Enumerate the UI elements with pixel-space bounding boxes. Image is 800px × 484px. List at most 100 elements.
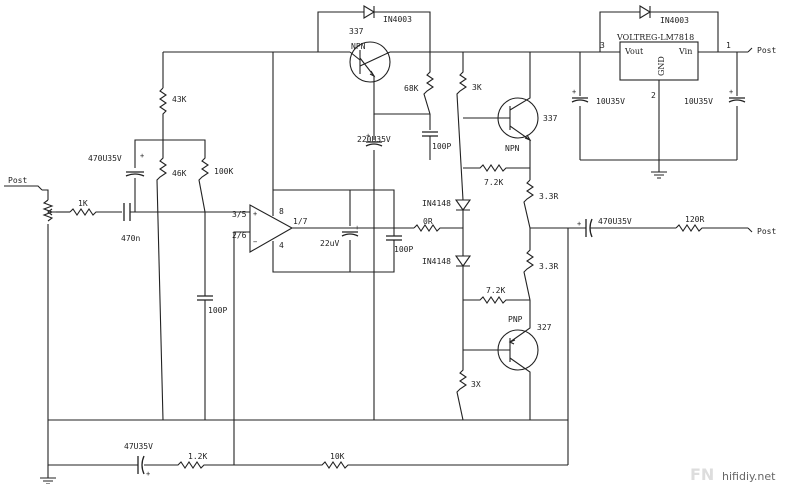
op-amp: + − 3/5 2/6 8 1/7 4	[232, 189, 414, 465]
capacitor-47u35v: 47U35V +	[40, 420, 153, 484]
svg-text:Vout: Vout	[624, 47, 644, 56]
svg-text:10U35V: 10U35V	[684, 97, 713, 106]
diode-in4003-regulator: IN4003	[599, 5, 719, 52]
transistor-pnp: PNP 327	[463, 300, 552, 420]
input-post-label: Post	[8, 176, 27, 185]
top-rail	[163, 51, 600, 190]
svg-text:1K: 1K	[78, 199, 88, 208]
svg-text:7.2K: 7.2K	[486, 286, 505, 295]
svg-text:+: +	[572, 88, 576, 96]
svg-text:GND: GND	[657, 56, 666, 76]
svg-text:−: −	[253, 238, 257, 246]
resistor-100k: 100K	[163, 139, 233, 213]
resistor-0r: 0R	[413, 217, 463, 232]
svg-text:4: 4	[279, 241, 284, 250]
input-post-left: Post	[4, 176, 43, 191]
svg-text:100P: 100P	[208, 306, 227, 315]
watermark: FN hifidiy.net	[690, 465, 776, 484]
svg-text:337: 337	[543, 114, 558, 123]
capacitor-470u35v-out: + 470U35V	[577, 217, 676, 238]
svg-text:46K: 46K	[172, 169, 187, 178]
voltage-regulator-lm7818: VOLTREG-LM7818 Vout Vin GND 3 1 2	[600, 33, 748, 160]
svg-text:10U35V: 10U35V	[596, 97, 625, 106]
svg-text:+: +	[355, 224, 359, 232]
svg-text:1: 1	[726, 41, 731, 50]
svg-text:100P: 100P	[432, 142, 451, 151]
svg-text:8: 8	[279, 207, 284, 216]
resistor-3k-top: 3K	[456, 52, 482, 201]
resistor-43k: 43K	[159, 52, 187, 140]
svg-text:470n: 470n	[121, 234, 140, 243]
output-post-right: Post	[747, 227, 776, 236]
svg-text:337: 337	[349, 27, 364, 36]
capacitor-100p-low: 100P	[197, 212, 227, 420]
input-cap-470u35v: + 470U35V	[88, 139, 163, 212]
regulator-ground	[580, 159, 737, 179]
svg-text:+: +	[140, 152, 144, 160]
svg-text:hifidiy.net: hifidiy.net	[722, 470, 776, 483]
resistor-68k: 68K	[404, 52, 434, 115]
svg-text:2: 2	[651, 91, 656, 100]
svg-text:+: +	[253, 210, 257, 218]
svg-text:3K: 3K	[472, 83, 482, 92]
svg-text:3.3R: 3.3R	[539, 192, 558, 201]
capacitor-100p-mid: 100P	[350, 189, 413, 273]
svg-text:2/6: 2/6	[232, 231, 247, 240]
svg-text:NPN: NPN	[505, 144, 520, 153]
svg-text:+: +	[366, 132, 370, 140]
resistor-3k-bot: 3X	[456, 300, 481, 421]
svg-text:NPN: NPN	[351, 42, 366, 51]
regulator-post: Post	[747, 46, 776, 55]
svg-text:47U35V: 47U35V	[124, 442, 153, 451]
svg-text:3X: 3X	[471, 380, 481, 389]
svg-text:3: 3	[600, 41, 605, 50]
resistor-46k: 46K	[156, 140, 187, 421]
svg-text:Post: Post	[757, 227, 776, 236]
svg-text:IN4148: IN4148	[422, 257, 451, 266]
svg-text:120R: 120R	[685, 215, 704, 224]
svg-text:3/5: 3/5	[232, 210, 247, 219]
resistor-1k: 1K	[69, 199, 122, 216]
svg-text:+: +	[146, 470, 150, 478]
diode-in4003-top: IN4003	[317, 5, 431, 52]
resistor-3-3r-bot: 3.3R	[523, 228, 558, 301]
svg-text:7.2K: 7.2K	[484, 178, 503, 187]
capacitor-470n: 470n	[121, 203, 250, 243]
svg-text:1/7: 1/7	[293, 217, 308, 226]
svg-text:1.2K: 1.2K	[188, 452, 207, 461]
resistor-7-2k-top: 7.2K	[463, 164, 530, 187]
svg-text:3.3R: 3.3R	[539, 262, 558, 271]
input-potentiometer	[42, 189, 70, 420]
svg-text:+: +	[729, 88, 733, 96]
diode-in4148-1: IN4148	[422, 199, 472, 228]
svg-text:FN: FN	[690, 465, 714, 484]
capacitor-10u35v-right: + 10U35V	[684, 52, 746, 160]
diode-in4148-2: IN4148	[422, 228, 472, 300]
svg-text:220U35V: 220U35V	[357, 135, 391, 144]
transistor-npn-right: 337 NPN	[463, 52, 558, 180]
resistor-3-3r-top: 3.3R	[523, 179, 558, 229]
svg-text:68K: 68K	[404, 84, 419, 93]
svg-text:PNP: PNP	[508, 315, 523, 324]
capacitor-220u35v: 220U35V +	[357, 114, 391, 420]
svg-text:100P: 100P	[394, 245, 413, 254]
svg-text:43K: 43K	[172, 95, 187, 104]
svg-text:100K: 100K	[214, 167, 233, 176]
resistor-10k: 10K	[234, 452, 568, 469]
svg-text:IN4148: IN4148	[422, 199, 451, 208]
capacitor-100p-top: 100P	[422, 114, 451, 160]
resistor-1-2k: 1.2K	[144, 452, 234, 469]
svg-text:IN4003: IN4003	[660, 16, 689, 25]
capacitor-10u35v-left: + 10U35V	[571, 52, 625, 160]
svg-text:Post: Post	[757, 46, 776, 55]
transistor-npn-top: 337 NPN	[349, 27, 430, 115]
resistor-120r: 120R	[675, 215, 748, 232]
svg-text:22uV: 22uV	[320, 239, 339, 248]
svg-text:VOLTREG-LM7818: VOLTREG-LM7818	[616, 33, 694, 42]
capacitor-22uv: 22uV +	[320, 190, 359, 272]
ground-rail	[48, 228, 569, 465]
svg-text:10K: 10K	[330, 452, 345, 461]
resistor-7-2k-bot: 7.2K	[463, 286, 530, 304]
svg-text:Vin: Vin	[678, 47, 692, 56]
